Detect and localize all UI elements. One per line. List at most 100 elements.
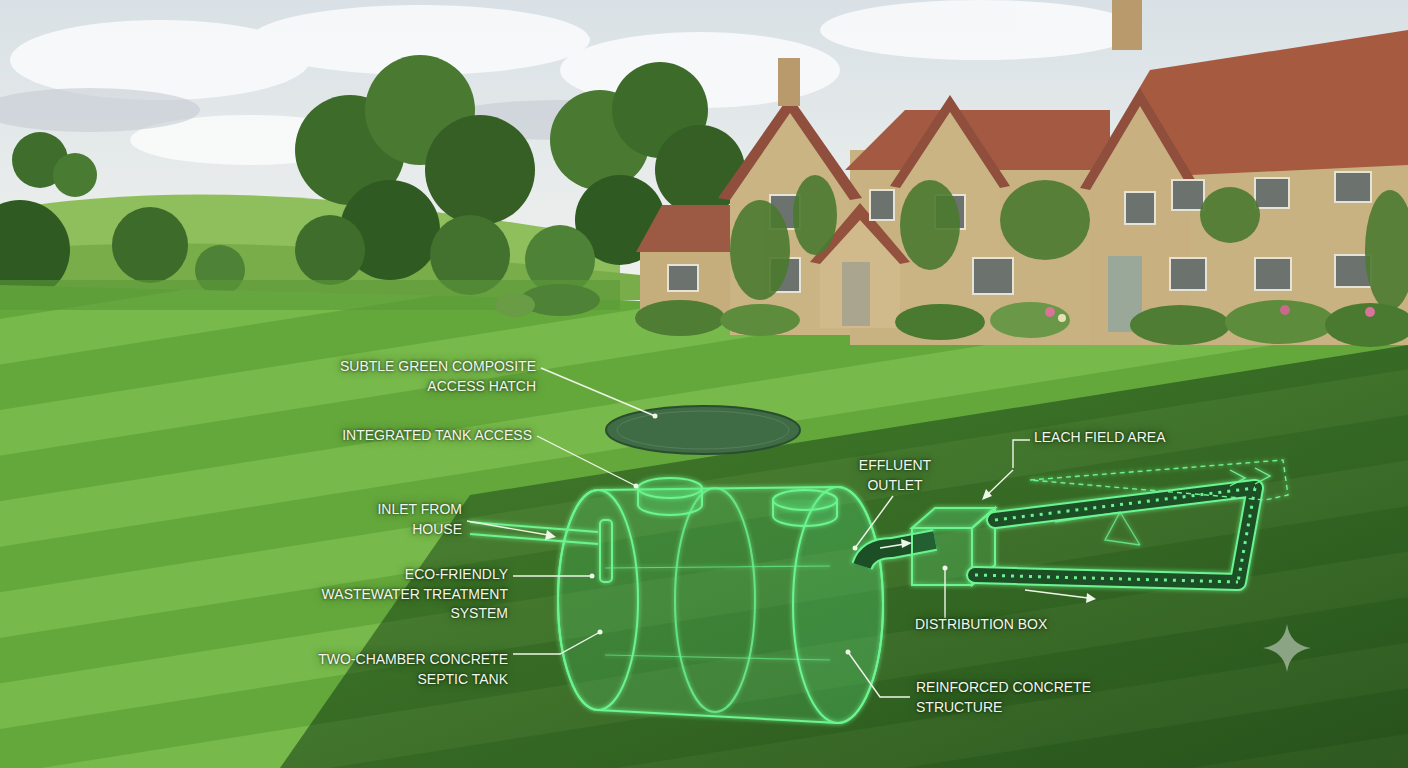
roof-edge <box>890 95 1010 188</box>
leader-dot <box>853 546 858 551</box>
roof <box>636 205 745 252</box>
window <box>1335 172 1371 202</box>
tree <box>295 215 365 285</box>
leach-field-detail <box>1055 512 1140 545</box>
leader-line <box>467 521 548 535</box>
shrub <box>635 300 725 336</box>
arrow-head <box>1086 593 1096 603</box>
leader-dot <box>598 630 603 635</box>
cloud <box>0 88 200 132</box>
leach-pipe-inner <box>975 488 1255 582</box>
riser-lid <box>773 490 837 510</box>
leader-dot <box>846 650 851 655</box>
callout-label: INLET FROM HOUSE <box>352 500 462 539</box>
callout-label: LEACH FIELD AREA <box>1034 428 1234 448</box>
hatch-rim <box>617 411 789 449</box>
window <box>1255 258 1291 290</box>
callout-label: SUBTLE GREEN COMPOSITE ACCESS HATCH <box>296 357 536 396</box>
ivy <box>730 175 1408 310</box>
callout-label: REINFORCED CONCRETE STRUCTURE <box>916 678 1106 717</box>
leach-perforations <box>975 488 1255 582</box>
leader-line <box>944 568 945 618</box>
tree <box>112 207 188 283</box>
leader-dot <box>634 484 639 489</box>
sludge-level <box>605 655 830 660</box>
leader-line <box>541 368 655 416</box>
roof-edge <box>718 95 862 200</box>
distribution-box <box>912 528 972 585</box>
door <box>842 262 870 326</box>
leader-dot <box>943 566 948 571</box>
arrow-head <box>901 539 912 548</box>
callout-label: TWO-CHAMBER CONCRETE SEPTIC TANK <box>303 650 508 689</box>
leader-line <box>537 436 636 486</box>
callout-label: DISTRIBUTION BOX <box>915 615 1115 635</box>
chimney <box>1112 0 1142 50</box>
tree <box>425 115 535 225</box>
ivy-patch <box>793 175 837 255</box>
roof-edge <box>1080 88 1200 190</box>
tree <box>53 153 97 197</box>
shrub <box>1130 305 1230 345</box>
window <box>1125 192 1155 224</box>
lawn <box>0 285 1408 768</box>
shrub <box>1325 303 1408 347</box>
shrub <box>720 304 800 336</box>
flower <box>1045 307 1055 317</box>
leader-line <box>988 470 1013 494</box>
trees <box>0 55 745 300</box>
shrub <box>895 304 985 340</box>
inlet-pipe <box>470 522 598 532</box>
shrubs <box>495 284 1408 347</box>
inlet-tee <box>600 520 612 582</box>
ivy-patch <box>730 200 790 300</box>
leader-dot <box>653 414 658 419</box>
access-hatch <box>606 406 800 454</box>
window <box>1172 180 1204 210</box>
septic-wireframe <box>470 460 1288 723</box>
leach-field-chevrons <box>1230 468 1270 486</box>
leader-line <box>513 575 592 576</box>
cottage <box>495 0 1408 347</box>
window <box>1255 178 1289 208</box>
window <box>973 258 1013 294</box>
chimney <box>778 58 800 106</box>
flower <box>1280 305 1290 315</box>
shrub <box>1225 300 1335 344</box>
cloud <box>820 0 1140 60</box>
leader-line <box>513 632 600 654</box>
callout-label: INTEGRATED TANK ACCESS <box>292 426 532 446</box>
riser-lid <box>638 478 702 498</box>
flow-arrow <box>1025 590 1088 598</box>
ivy-patch <box>1000 180 1090 260</box>
leach-field-outline <box>1030 460 1288 500</box>
window <box>870 190 894 220</box>
ivy-patch <box>900 180 960 270</box>
window <box>1170 258 1206 290</box>
flow-arrow <box>880 544 905 548</box>
arrow-head <box>545 530 556 540</box>
shadow-overlay <box>280 345 1408 768</box>
ivy-patch <box>1365 190 1408 310</box>
leach-pipe <box>975 488 1255 582</box>
callout-label: EFFLUENT OUTLET <box>850 456 940 495</box>
leader-dot <box>590 574 595 579</box>
shrub <box>990 302 1070 338</box>
tank-end <box>558 490 638 710</box>
inlet-pipe <box>470 534 598 544</box>
gable-wall <box>900 108 1000 330</box>
liquid-level <box>605 566 830 568</box>
flower <box>1058 314 1066 322</box>
ivy-patch <box>1200 187 1260 243</box>
shrub <box>495 293 535 317</box>
tank-body <box>558 487 883 723</box>
watermark-star <box>1263 624 1311 672</box>
leader-line <box>1013 440 1030 468</box>
flower <box>1365 307 1375 317</box>
window <box>668 265 698 291</box>
tank-partition <box>675 488 755 712</box>
leader-lines <box>467 368 1088 697</box>
callout-label: ECO-FRIENDLY WASTEWATER TREATMENT SYSTEM <box>303 565 508 624</box>
